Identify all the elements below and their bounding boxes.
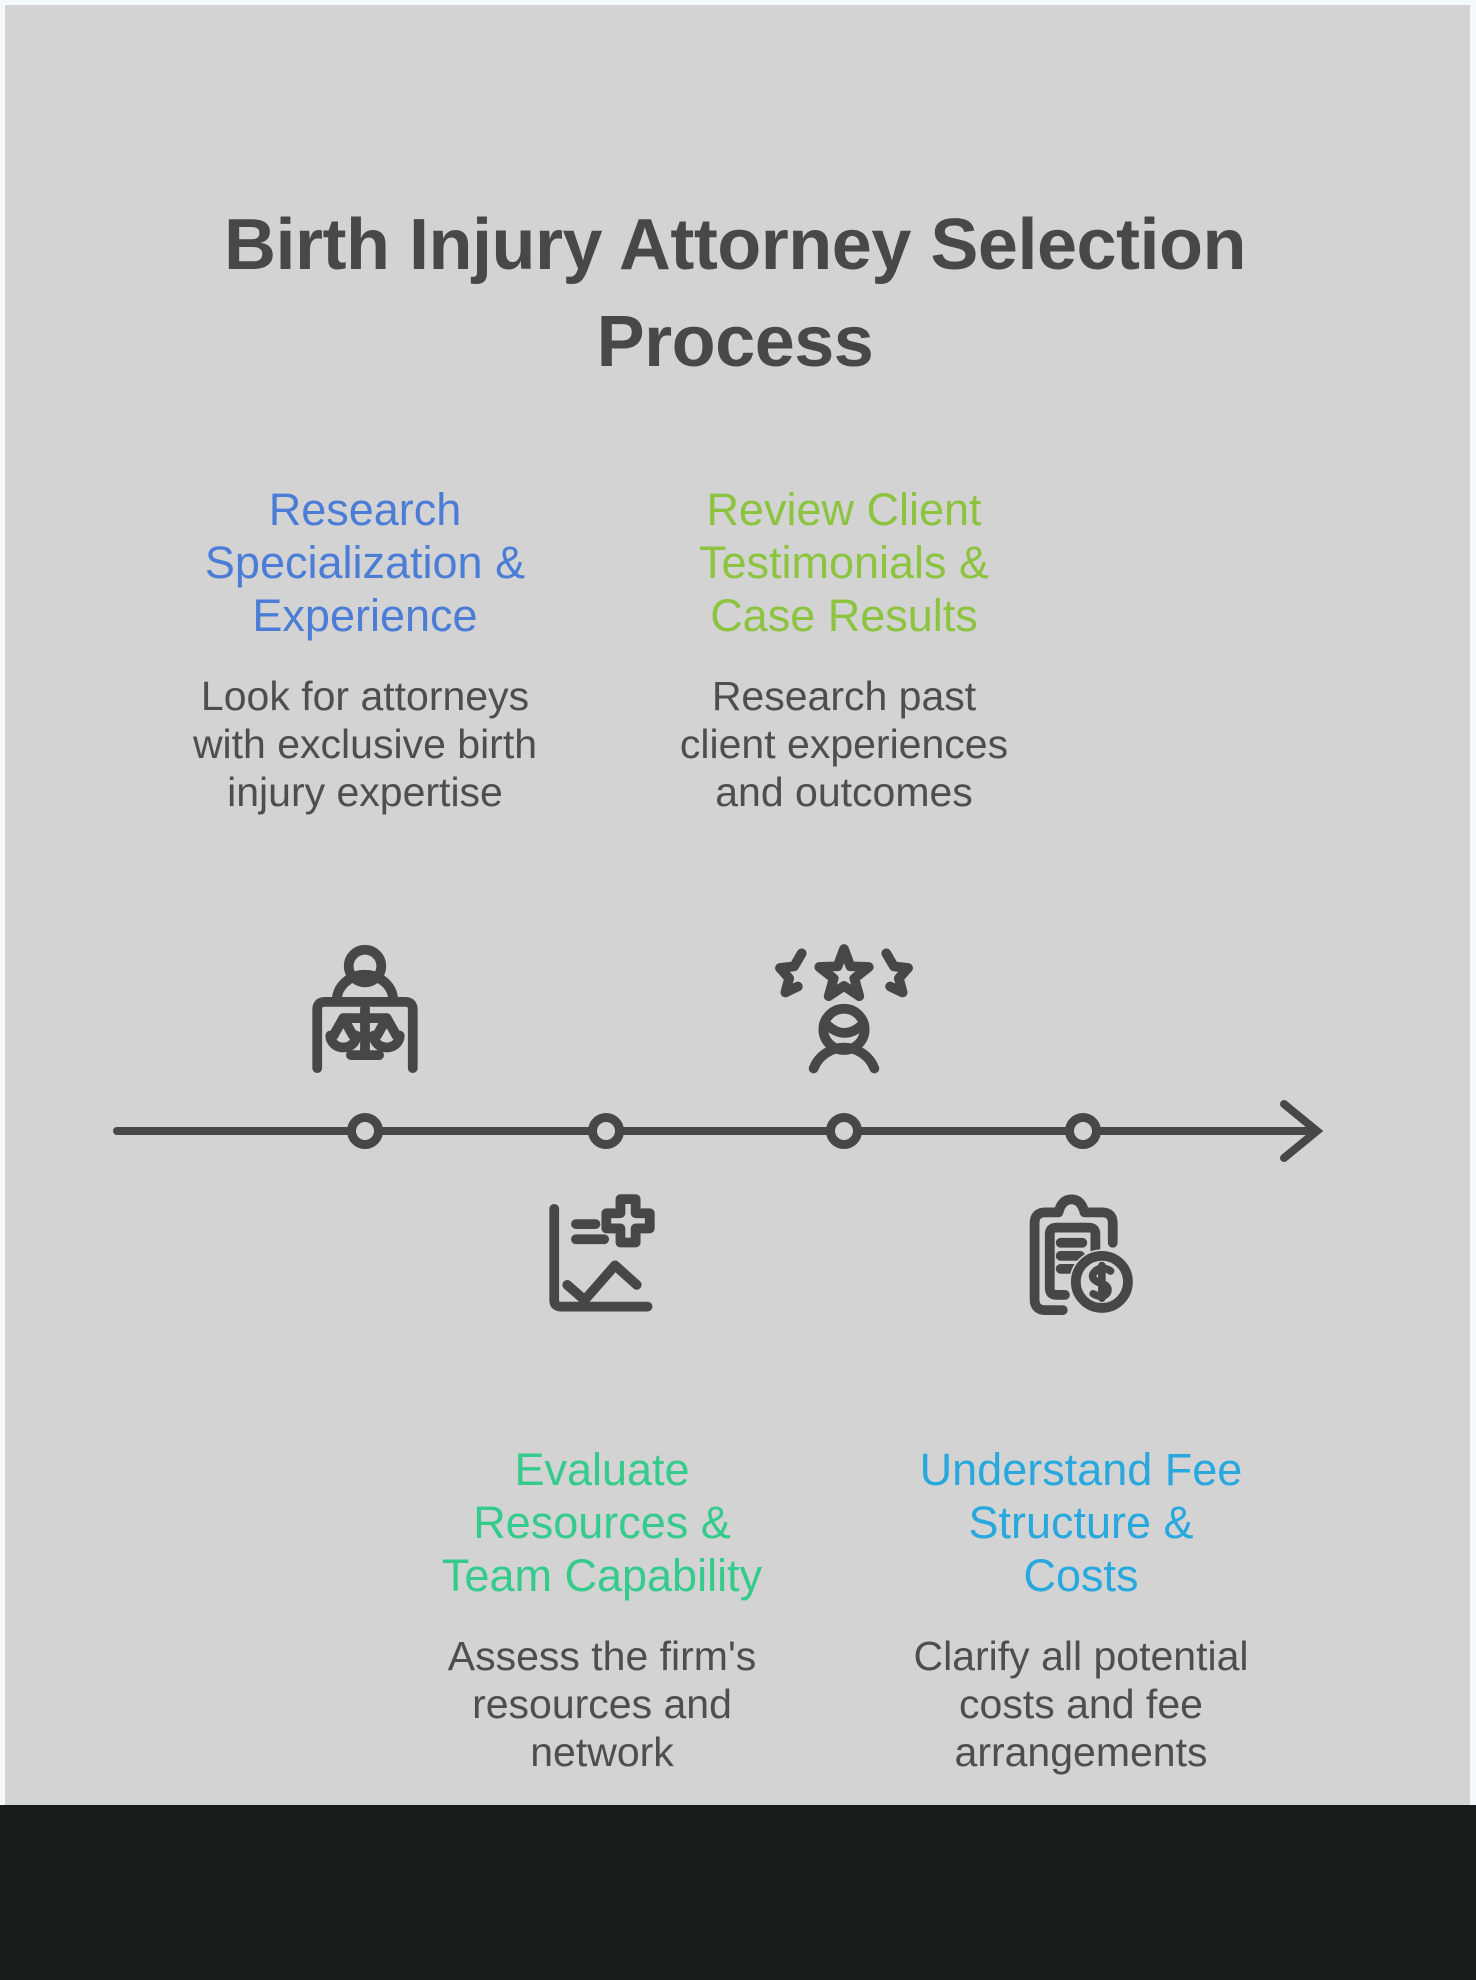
step-2-block: Review Client Testimonials & Case Result… <box>649 483 1039 817</box>
step-2-heading: Review Client Testimonials & Case Result… <box>698 484 990 642</box>
page-title: Birth Injury Attorney Selection Process <box>224 205 1246 383</box>
attorney-scales-icon <box>312 944 418 1073</box>
step-1-block: Research Specialization & Experience Loo… <box>170 483 560 817</box>
timeline-node-4 <box>1065 1113 1101 1149</box>
infographic-canvas <box>5 5 1470 1805</box>
step-1-description: Look for attorneys with exclusive birth … <box>192 673 538 816</box>
step-2-description: Research past client experiences and out… <box>679 673 1009 816</box>
timeline-node-3 <box>826 1113 862 1149</box>
client-reviews-icon <box>775 944 913 1074</box>
step-3-description: Assess the firm's resources and network <box>447 1633 757 1776</box>
step-4-block: Understand Fee Structure & Costs Clarify… <box>886 1443 1276 1777</box>
timeline-node-1 <box>347 1113 383 1149</box>
timeline <box>113 1100 1324 1162</box>
timeline-arrow-icon <box>1280 1100 1324 1162</box>
resources-chart-icon <box>549 1194 655 1312</box>
step-3-block: Evaluate Resources & Team Capability Ass… <box>407 1443 797 1777</box>
fee-clipboard-icon <box>1029 1194 1135 1315</box>
step-3-heading: Evaluate Resources & Team Capability <box>441 1444 763 1602</box>
step-4-description: Clarify all potential costs and fee arra… <box>913 1633 1249 1776</box>
step-4-heading: Understand Fee Structure & Costs <box>919 1444 1243 1602</box>
bottom-bar <box>0 1805 1476 1980</box>
timeline-node-2 <box>588 1113 624 1149</box>
step-1-heading: Research Specialization & Experience <box>204 484 526 642</box>
